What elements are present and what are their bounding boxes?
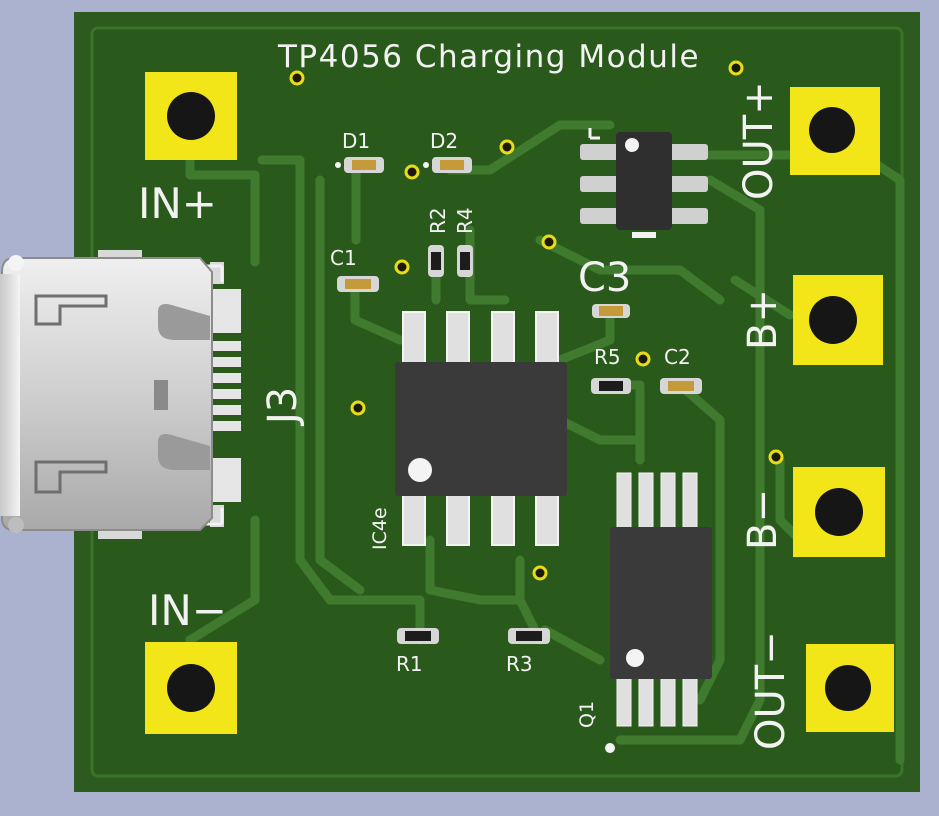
ref-c1: C1 <box>330 246 357 270</box>
usb-connector-j3 <box>0 250 241 539</box>
label-j3: J3 <box>260 387 306 427</box>
smd-c2 <box>660 378 702 394</box>
ref-c2: C2 <box>664 345 691 369</box>
smd-d2 <box>423 157 472 173</box>
smd-r5 <box>591 378 631 394</box>
smd-r1 <box>397 628 439 644</box>
smd-r3 <box>508 628 550 644</box>
ref-r5: R5 <box>594 345 621 369</box>
ref-d1: D1 <box>342 129 370 153</box>
smd-r2 <box>428 245 444 277</box>
smd-d1 <box>335 157 384 173</box>
smd-c3 <box>592 304 630 318</box>
smd-r4 <box>457 245 473 277</box>
ref-c3: C3 <box>578 255 631 301</box>
ref-r3: R3 <box>506 652 533 676</box>
pad-b-plus <box>793 275 883 365</box>
pad-out-plus <box>790 87 880 175</box>
label-out-minus: OUT− <box>748 631 794 750</box>
ic-top-right <box>580 128 708 238</box>
vias <box>289 60 784 581</box>
tht-pads <box>145 72 894 734</box>
label-in-plus: IN+ <box>138 179 217 228</box>
ref-ic4e: IC4e <box>369 507 391 550</box>
board-title: TP4056 Charging Module <box>277 39 700 75</box>
ref-r1: R1 <box>396 652 423 676</box>
ref-r4: R4 <box>453 207 477 234</box>
smd-passives <box>335 157 702 644</box>
label-in-minus: IN− <box>148 586 227 635</box>
pad-in-plus <box>145 72 237 160</box>
ic-q1 <box>605 472 712 753</box>
pad-out-minus <box>806 644 894 732</box>
ref-q1: Q1 <box>576 701 598 728</box>
ref-d2: D2 <box>430 129 458 153</box>
ref-r2: R2 <box>426 207 450 234</box>
label-b-minus: B− <box>740 489 786 550</box>
pad-in-minus <box>145 642 237 734</box>
smd-c1 <box>337 276 379 292</box>
ic-ic4e <box>395 311 567 546</box>
pad-b-minus <box>793 467 885 557</box>
label-b-plus: B+ <box>740 289 786 350</box>
label-out-plus: OUT+ <box>736 81 782 200</box>
